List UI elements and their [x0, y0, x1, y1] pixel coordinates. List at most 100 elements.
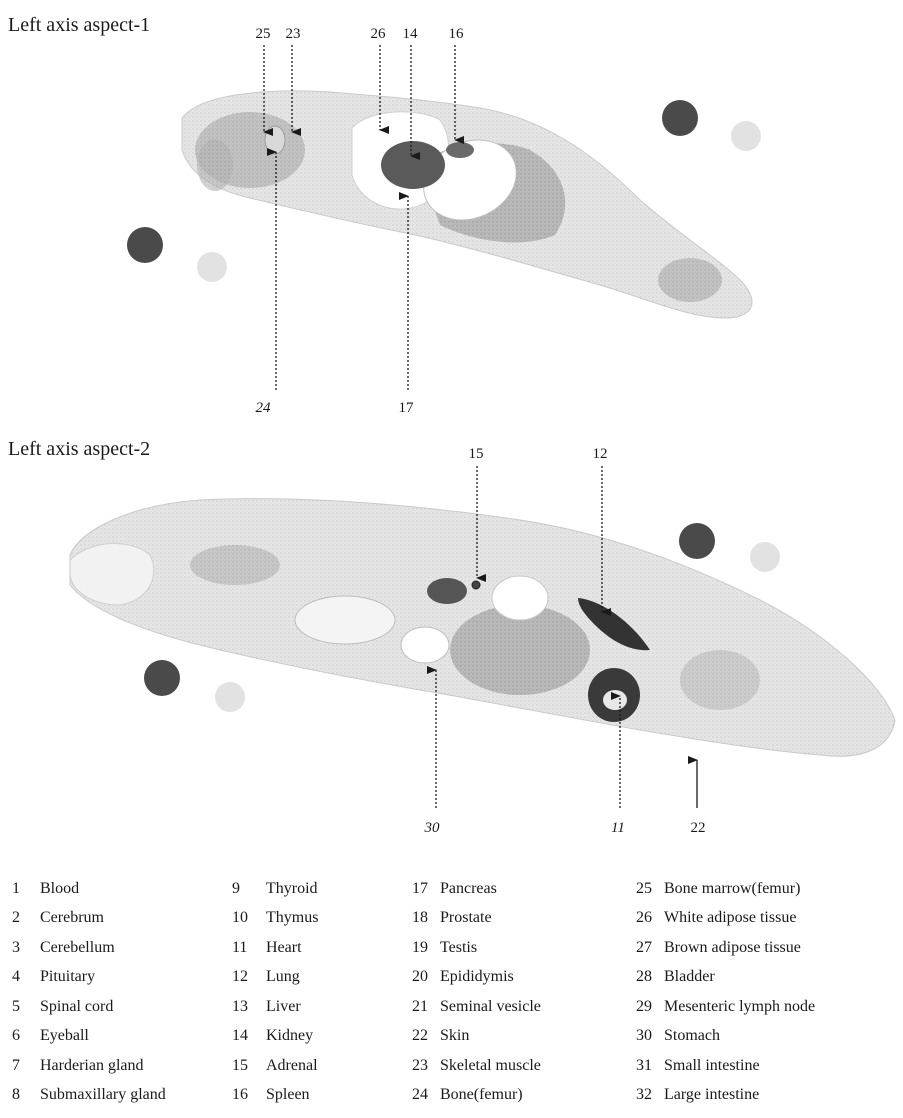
- legend-label: Harderian gland: [40, 1057, 144, 1075]
- organ-adrenal: [472, 581, 480, 589]
- legend-label: Pancreas: [440, 880, 497, 898]
- callout-17: 17: [399, 400, 415, 416]
- legend-number: 14: [232, 1027, 266, 1045]
- legend-number: 20: [412, 968, 440, 986]
- callout-23: 23: [286, 26, 301, 42]
- legend-number: 2: [12, 909, 40, 927]
- legend-label: Bone(femur): [440, 1086, 523, 1104]
- legend-number: 7: [12, 1057, 40, 1075]
- organ-region-chest-2: [680, 650, 760, 710]
- legend-item: 23Skeletal muscle: [412, 1051, 541, 1081]
- callout-14: 14: [403, 26, 419, 42]
- legend-label: Testis: [440, 939, 477, 957]
- legend-number: 25: [636, 880, 664, 898]
- legend-item: 13Liver: [232, 992, 318, 1022]
- legend-item: 24Bone(femur): [412, 1081, 541, 1111]
- legend-item: 14Kidney: [232, 1022, 318, 1052]
- legend-item: 29Mesenteric lymph node: [636, 992, 815, 1022]
- callout-11: 11: [611, 820, 625, 836]
- legend-item: 31Small intestine: [636, 1051, 815, 1081]
- organ-region-stomach-2: [401, 627, 449, 663]
- legend-label: Large intestine: [664, 1086, 759, 1104]
- legend-label: Stomach: [664, 1027, 720, 1045]
- organ-spleen: [446, 142, 474, 158]
- legend-number: 13: [232, 998, 266, 1016]
- legend-number: 27: [636, 939, 664, 957]
- organ-kidney: [381, 141, 445, 189]
- legend-item: 15Adrenal: [232, 1051, 318, 1081]
- legend-label: White adipose tissue: [664, 909, 796, 927]
- legend-number: 32: [636, 1086, 664, 1104]
- callout-26: 26: [371, 26, 387, 42]
- legend-item: 12Lung: [232, 963, 318, 993]
- legend-item: 18Prostate: [412, 904, 541, 934]
- legend-item: 17Pancreas: [412, 874, 541, 904]
- legend-label: Pituitary: [40, 968, 95, 986]
- organ-region-intestine-2: [295, 596, 395, 644]
- legend-label: Brown adipose tissue: [664, 939, 801, 957]
- legend-column-4: 25Bone marrow(femur) 26White adipose tis…: [636, 874, 815, 1110]
- callout-24: 24: [256, 400, 272, 416]
- legend-number: 9: [232, 880, 266, 898]
- standard-dark-2a: [144, 660, 180, 696]
- legend-item: 32Large intestine: [636, 1081, 815, 1111]
- autoradiogram-figure: 25 23 26 14 16 24 17 15: [0, 0, 903, 870]
- legend-item: 9Thyroid: [232, 874, 318, 904]
- legend-item: 10Thymus: [232, 904, 318, 934]
- callout-25: 25: [256, 26, 271, 42]
- legend-item: 30Stomach: [636, 1022, 815, 1052]
- legend-number: 21: [412, 998, 440, 1016]
- legend-item: 1Blood: [12, 874, 166, 904]
- organ-region-femur: [265, 126, 285, 154]
- legend-item: 3Cerebellum: [12, 933, 166, 963]
- organ-region-brain-2: [190, 545, 280, 585]
- legend-column-1: 1Blood 2Cerebrum 3Cerebellum 4Pituitary …: [12, 874, 166, 1110]
- legend-number: 16: [232, 1086, 266, 1104]
- legend-number: 10: [232, 909, 266, 927]
- legend-number: 17: [412, 880, 440, 898]
- callout-15: 15: [469, 446, 484, 462]
- legend-label: Blood: [40, 880, 79, 898]
- legend-item: 16Spleen: [232, 1081, 318, 1111]
- legend-label: Liver: [266, 998, 301, 1016]
- legend-number: 23: [412, 1057, 440, 1075]
- legend-label: Epididymis: [440, 968, 514, 986]
- legend-label: Seminal vesicle: [440, 998, 541, 1016]
- legend-number: 8: [12, 1086, 40, 1104]
- standard-dark-1a: [127, 227, 163, 263]
- legend-item: 8Submaxillary gland: [12, 1081, 166, 1111]
- legend-number: 15: [232, 1057, 266, 1075]
- legend-number: 29: [636, 998, 664, 1016]
- legend-label: Small intestine: [664, 1057, 760, 1075]
- legend-number: 5: [12, 998, 40, 1016]
- legend-label: Cerebellum: [40, 939, 115, 957]
- legend-number: 4: [12, 968, 40, 986]
- legend-label: Adrenal: [266, 1057, 318, 1075]
- legend-column-2: 9Thyroid 10Thymus 11Heart 12Lung 13Liver…: [232, 874, 318, 1110]
- standard-light-1b: [731, 121, 761, 151]
- legend-label: Spleen: [266, 1086, 310, 1104]
- legend-label: Mesenteric lymph node: [664, 998, 815, 1016]
- organ-region-hindleg: [658, 258, 722, 302]
- legend-item: 5Spinal cord: [12, 992, 166, 1022]
- legend-label: Spinal cord: [40, 998, 113, 1016]
- legend-number: 28: [636, 968, 664, 986]
- legend-item: 27Brown adipose tissue: [636, 933, 815, 963]
- legend-label: Prostate: [440, 909, 492, 927]
- legend-number: 11: [232, 939, 266, 957]
- callout-22: 22: [691, 820, 706, 836]
- callout-12: 12: [593, 446, 608, 462]
- legend-item: 26White adipose tissue: [636, 904, 815, 934]
- legend-item: 25Bone marrow(femur): [636, 874, 815, 904]
- legend-label: Cerebrum: [40, 909, 104, 927]
- standard-dark-1b: [662, 100, 698, 136]
- legend-column-3: 17Pancreas 18Prostate 19Testis 20Epididy…: [412, 874, 541, 1110]
- legend-label: Thyroid: [266, 880, 318, 898]
- legend-item: 22Skin: [412, 1022, 541, 1052]
- legend-number: 18: [412, 909, 440, 927]
- legend-number: 22: [412, 1027, 440, 1045]
- legend-label: Skeletal muscle: [440, 1057, 541, 1075]
- standard-light-2b: [750, 542, 780, 572]
- legend-item: 28Bladder: [636, 963, 815, 993]
- legend-label: Skin: [440, 1027, 469, 1045]
